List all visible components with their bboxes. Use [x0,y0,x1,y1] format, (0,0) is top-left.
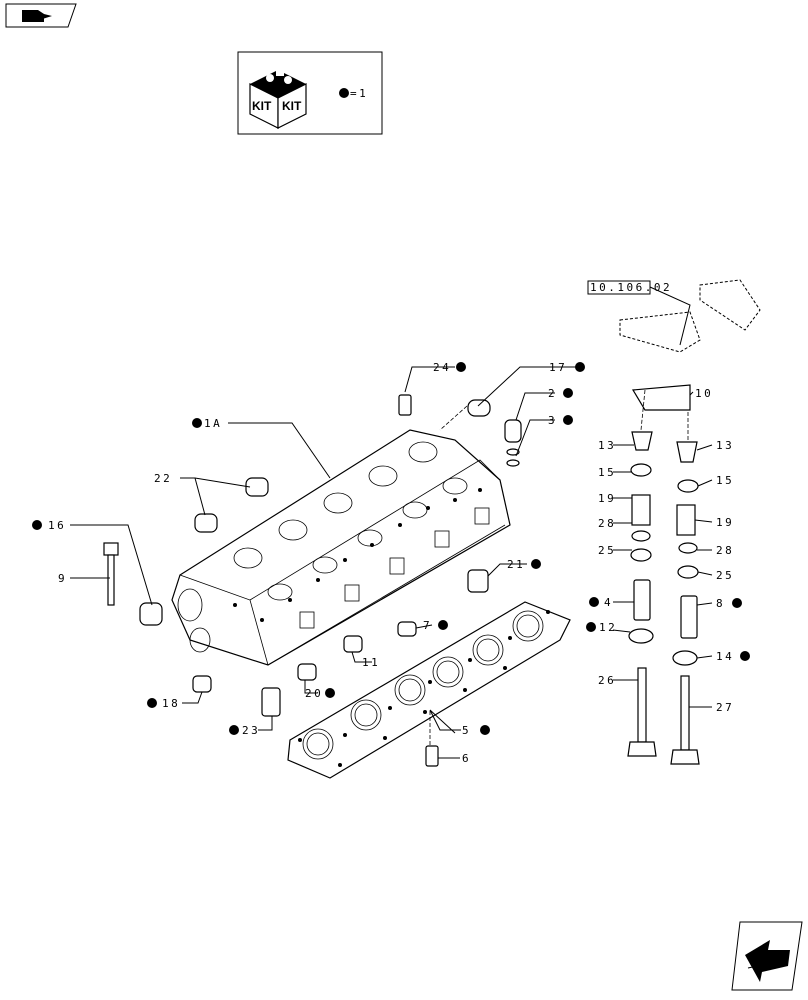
kit-text-left: KIT [252,99,272,113]
label-24: 24 [433,361,451,374]
label-22: 22 [154,472,172,485]
valve-train [627,384,700,765]
label-16: 16 [48,519,66,532]
kit-equals-text: =1 [350,87,368,100]
label-23: 23 [242,724,260,737]
leader-lines [70,286,713,759]
label-3: 3 [548,414,557,427]
label-2: 2 [548,387,557,400]
kit-text-right: KIT [282,99,302,113]
label-25-left: 25 [598,544,616,557]
cylinder-head [171,429,511,666]
label-20: 20 [305,687,323,700]
label-10: 10 [695,387,713,400]
label-15-left: 15 [598,466,616,479]
next-page-arrow-icon[interactable] [731,921,803,991]
kit-legend: KIT KIT =1 [237,51,383,135]
label-18: 18 [162,697,180,710]
label-4: 4 [604,596,613,609]
label-1A: 1A [204,417,222,430]
label-28-left: 28 [598,517,616,530]
label-17: 17 [549,361,567,374]
label-9: 9 [58,572,67,585]
kit-box-icon: KIT KIT [249,70,307,129]
label-28-right: 28 [716,544,734,557]
label-15-right: 15 [716,474,734,487]
part-labels: 1A 17 24 2 3 22 16 9 21 7 11 20 18 23 5 … [32,361,750,765]
label-19-right: 19 [716,516,734,529]
label-19-left: 19 [598,492,616,505]
label-14: 14 [716,650,734,663]
reference-box-text: 10.106.02 [590,281,672,294]
kit-dot [339,88,349,98]
small-parts [103,394,522,767]
label-7: 7 [423,619,432,632]
label-6: 6 [462,752,471,765]
label-25-right: 25 [716,569,734,582]
label-11: 11 [362,656,380,669]
label-21: 21 [507,558,525,571]
label-5: 5 [462,724,471,737]
folder-arrow-icon[interactable] [5,3,77,28]
label-13-left: 13 [598,439,616,452]
label-8: 8 [716,597,725,610]
label-12: 12 [599,621,617,634]
label-27: 27 [716,701,734,714]
label-26: 26 [598,674,616,687]
label-13-right: 13 [716,439,734,452]
rocker-arm-reference: 10.106.02 [587,279,761,353]
head-gasket [287,601,571,779]
